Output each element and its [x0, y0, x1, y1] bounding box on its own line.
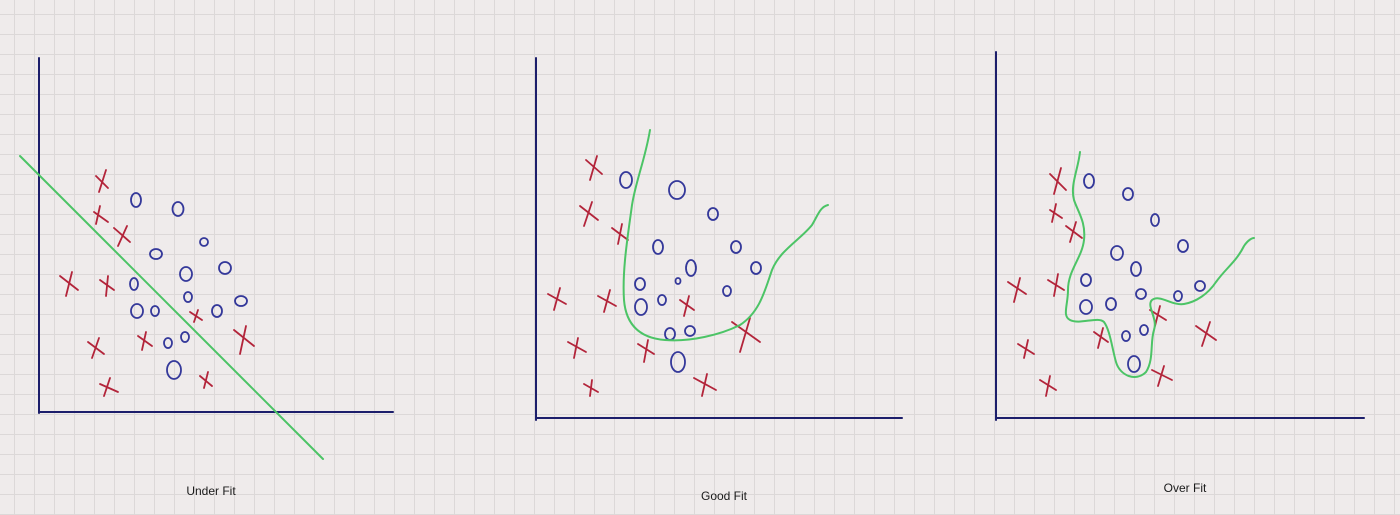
- circle-mark: [1173, 290, 1183, 302]
- cross-mark: [585, 155, 603, 181]
- circle-mark: [674, 277, 682, 285]
- circle-mark: [218, 261, 232, 275]
- circle-mark: [619, 171, 633, 189]
- cross-mark: [93, 205, 109, 225]
- over-fit-boundary-curve: [1064, 151, 1255, 378]
- panel-over-fit: [995, 51, 1365, 421]
- circle-mark: [211, 304, 223, 318]
- circle-mark: [163, 337, 173, 349]
- cross-mark: [233, 325, 255, 355]
- circle-mark: [664, 327, 676, 341]
- cross-mark: [567, 337, 587, 359]
- circle-mark: [1177, 239, 1189, 253]
- circle-mark: [685, 259, 697, 277]
- panel-good-fit: [535, 57, 903, 421]
- cross-mark: [1047, 273, 1065, 297]
- under-fit-axes: [38, 57, 394, 414]
- circle-mark: [1079, 299, 1093, 315]
- cross-mark: [1151, 365, 1173, 387]
- circle-mark: [179, 266, 193, 282]
- cross-mark: [99, 377, 119, 397]
- cross-mark: [99, 275, 115, 297]
- circle-mark: [1110, 245, 1124, 261]
- cross-mark: [611, 223, 629, 245]
- circle-mark: [1105, 297, 1117, 311]
- cross-mark: [113, 225, 131, 247]
- cross-mark: [199, 371, 213, 389]
- over-fit-axes: [995, 51, 1365, 421]
- circle-mark: [1122, 187, 1134, 201]
- cross-mark: [59, 271, 79, 297]
- circle-mark: [1083, 173, 1095, 189]
- cross-mark: [189, 309, 203, 323]
- circle-mark: [730, 240, 742, 254]
- good-fit-boundary-curve: [622, 129, 829, 342]
- circle-mark: [1135, 288, 1147, 300]
- over-fit-circles: [1079, 173, 1206, 373]
- circle-mark: [150, 305, 160, 317]
- cross-mark: [95, 169, 109, 193]
- circle-mark: [1080, 273, 1092, 287]
- good-fit-axes: [535, 57, 903, 421]
- cross-mark: [637, 339, 655, 363]
- circle-mark: [129, 277, 139, 291]
- under-fit-caption: Under Fit: [186, 484, 236, 498]
- cross-mark: [1065, 221, 1083, 243]
- cross-mark: [583, 379, 599, 397]
- circle-mark: [750, 261, 762, 275]
- cross-mark: [1195, 321, 1217, 347]
- circle-mark: [634, 298, 648, 316]
- circle-mark: [166, 360, 182, 380]
- circle-mark: [171, 201, 185, 217]
- circle-mark: [1150, 213, 1160, 227]
- under-fit-crosses: [59, 169, 255, 397]
- good-fit-circles: [619, 171, 762, 373]
- cross-mark: [1093, 327, 1109, 349]
- circle-mark: [199, 237, 209, 247]
- circle-mark: [634, 277, 646, 291]
- circle-mark: [234, 295, 248, 307]
- cross-mark: [597, 289, 617, 313]
- circle-mark: [722, 285, 732, 297]
- cross-mark: [1039, 375, 1057, 397]
- good-fit-caption: Good Fit: [700, 489, 748, 503]
- circle-mark: [1127, 355, 1141, 373]
- panel-under-fit: [19, 57, 394, 460]
- cross-mark: [1049, 203, 1063, 223]
- circle-mark: [149, 248, 163, 260]
- cross-mark: [1017, 339, 1035, 359]
- under-fit-circles: [129, 192, 248, 380]
- good-fit-crosses: [547, 155, 761, 397]
- cross-mark: [579, 201, 599, 227]
- circle-mark: [183, 291, 193, 303]
- circle-mark: [180, 331, 190, 343]
- circle-mark: [657, 294, 667, 306]
- cross-mark: [547, 287, 567, 311]
- circle-mark: [707, 207, 719, 221]
- cross-mark: [137, 331, 153, 351]
- cross-mark: [1049, 167, 1067, 195]
- circle-mark: [130, 192, 142, 208]
- circle-mark: [1194, 280, 1206, 292]
- cross-mark: [679, 295, 695, 317]
- circle-mark: [1139, 324, 1149, 336]
- over-fit-crosses: [1007, 167, 1217, 397]
- cross-mark: [1007, 277, 1027, 303]
- circle-mark: [1130, 261, 1142, 277]
- circle-mark: [1121, 330, 1131, 342]
- circle-mark: [130, 303, 144, 319]
- circle-mark: [668, 180, 686, 200]
- circle-mark: [684, 325, 696, 337]
- over-fit-caption: Over Fit: [1163, 481, 1207, 495]
- circle-mark: [670, 351, 686, 373]
- cross-mark: [693, 373, 717, 397]
- circle-mark: [652, 239, 664, 255]
- cross-mark: [87, 337, 105, 359]
- cross-mark: [731, 317, 761, 353]
- under-fit-boundary-line: [19, 155, 324, 460]
